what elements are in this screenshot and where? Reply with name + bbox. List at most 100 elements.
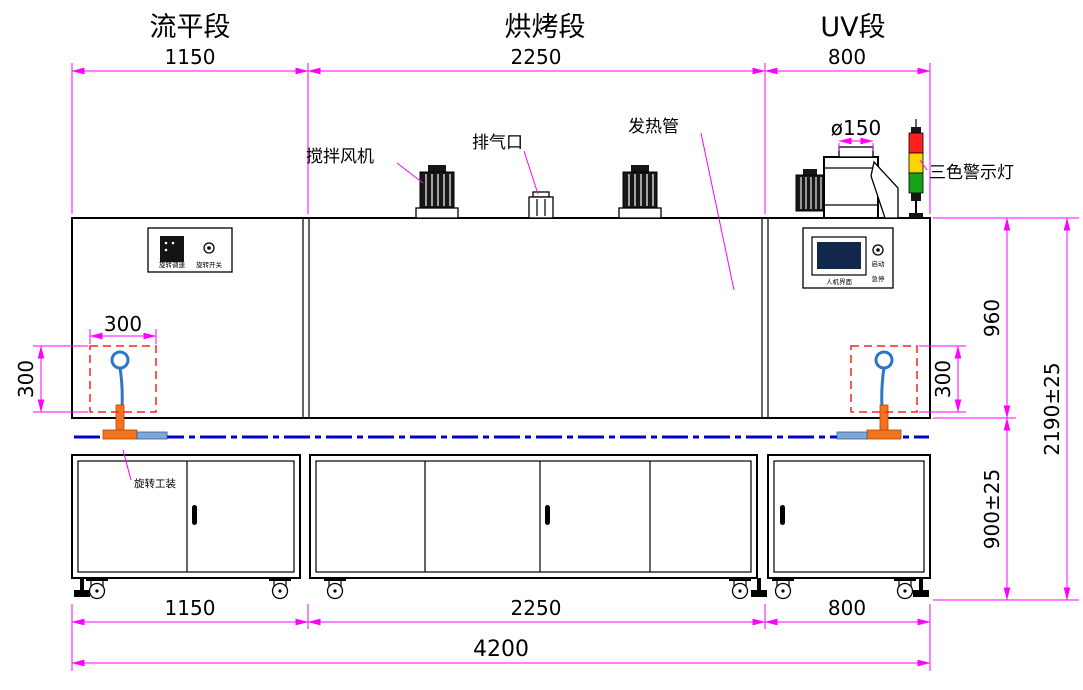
cabinet-body xyxy=(767,454,931,579)
panel-label: 旋转调速 xyxy=(159,260,186,269)
button-dot xyxy=(876,248,880,252)
motor-cap xyxy=(428,165,446,172)
control-panel-left: 旋转调速 旋转开关 xyxy=(147,227,233,273)
machine-structure xyxy=(71,217,931,600)
dim-text: 800 xyxy=(828,596,866,620)
tricolor-warning-light xyxy=(908,119,924,218)
door-handle xyxy=(545,505,550,525)
panel-label: 人机界面 xyxy=(826,277,853,286)
speed-display[interactable] xyxy=(160,236,184,262)
callout-exhaust-port: 排气口 xyxy=(472,133,523,153)
dim-text: 2190±25 xyxy=(1040,362,1064,455)
cabinet-door-frame xyxy=(77,460,295,573)
motor-fins xyxy=(628,174,654,206)
section-titles: 流平段 烘烤段 UV段 xyxy=(150,12,886,43)
caster xyxy=(894,577,916,600)
motor-body xyxy=(419,171,455,209)
dim-text: 300 xyxy=(14,360,38,398)
roof-equipment xyxy=(415,119,924,219)
exhaust-body xyxy=(528,196,554,219)
callout-stir-fan: 搅拌风机 xyxy=(306,147,374,167)
light-green-segment xyxy=(908,172,924,194)
leader-line-heating-tube xyxy=(700,132,735,291)
fixture-spindle xyxy=(879,404,889,434)
callout-rotary-fixture: 旋转工装 xyxy=(134,477,176,490)
callout-leaders xyxy=(122,132,928,481)
blower-motor-body xyxy=(795,174,825,212)
display-dot xyxy=(171,241,175,245)
exhaust-port xyxy=(528,191,554,219)
hmi-bezel xyxy=(811,236,867,276)
blower-motor-fins xyxy=(800,177,822,209)
motor-fins xyxy=(425,174,451,206)
motor-base xyxy=(415,207,459,219)
light-foot xyxy=(909,213,923,218)
section-title-leveling: 流平段 xyxy=(150,12,231,43)
caster xyxy=(269,577,291,600)
caster xyxy=(324,577,346,600)
stir-fan-motor-2 xyxy=(618,165,662,219)
caster xyxy=(729,577,751,600)
uv-duct-flange xyxy=(838,146,874,158)
uv-blower-unit xyxy=(795,146,899,219)
leveling-foot xyxy=(913,578,929,597)
light-yellow-segment xyxy=(908,152,924,174)
dim-text-duct-diameter: ø150 xyxy=(831,116,881,140)
cabinet-right xyxy=(767,454,931,579)
rotary-fixture-left xyxy=(102,350,168,440)
dim-text: 300 xyxy=(104,312,142,336)
display-dot xyxy=(164,241,168,245)
dim-text: 1150 xyxy=(165,45,216,69)
display-dot xyxy=(164,248,168,252)
section-title-uv: UV段 xyxy=(820,12,885,43)
section-title-baking: 烘烤段 xyxy=(505,12,586,43)
dim-text-total: 4200 xyxy=(473,637,529,662)
cabinet-door-frame xyxy=(315,460,752,573)
exhaust-cap xyxy=(532,191,550,198)
light-collar xyxy=(911,193,921,201)
callout-heating-tube: 发热管 xyxy=(628,117,679,137)
fixture-zone-right xyxy=(850,345,918,413)
fixture-zone-left xyxy=(89,345,157,413)
leveling-foot xyxy=(751,578,767,597)
door-handle xyxy=(192,505,197,525)
fixture-spindle xyxy=(115,404,125,434)
knob-dot xyxy=(207,246,211,250)
dim-text: 800 xyxy=(828,45,866,69)
motor-body xyxy=(622,171,658,209)
light-red-segment xyxy=(908,132,924,154)
cabinet-body xyxy=(71,454,301,579)
blower-motor-cap xyxy=(803,169,817,175)
door-handle xyxy=(780,505,785,525)
fixture-slider xyxy=(836,431,868,440)
panel-label: 旋转开关 xyxy=(196,260,223,269)
cabinet-body xyxy=(309,454,758,579)
fixture-arm xyxy=(102,429,138,440)
panel-label: 启动 xyxy=(872,259,886,268)
motor-base xyxy=(618,207,662,219)
uv-duct xyxy=(870,160,899,219)
dim-text: 300 xyxy=(931,360,955,398)
dim-text: 2250 xyxy=(511,596,562,620)
leader-line-rotary-fixture xyxy=(122,449,132,481)
callout-warning-light: 三色警示灯 xyxy=(929,163,1014,183)
control-panel-right: 人机界面 启动 急停 xyxy=(802,227,894,289)
leader-line-warning-light xyxy=(919,159,928,171)
dim-text: 2250 xyxy=(511,45,562,69)
dim-text: 900±25 xyxy=(980,469,1004,549)
fixture-arm xyxy=(866,429,902,440)
dimension-layer: 1150 2250 800 1150 2250 800 4200 960 900… xyxy=(14,45,1079,671)
leader-line-exhaust xyxy=(523,150,539,195)
caster xyxy=(772,577,794,600)
panel-label: 急停 xyxy=(872,274,886,283)
leveling-foot xyxy=(74,578,90,597)
leader-line-stir-fan xyxy=(396,162,424,184)
uv-housing xyxy=(823,156,879,219)
motor-cap xyxy=(631,165,649,172)
hanging-fixtures xyxy=(89,345,918,440)
cabinet-door-frame xyxy=(773,460,925,573)
callout-labels: 搅拌风机 排气口 发热管 三色警示灯 旋转工装 xyxy=(134,117,1014,490)
hmi-screen[interactable] xyxy=(817,242,861,269)
